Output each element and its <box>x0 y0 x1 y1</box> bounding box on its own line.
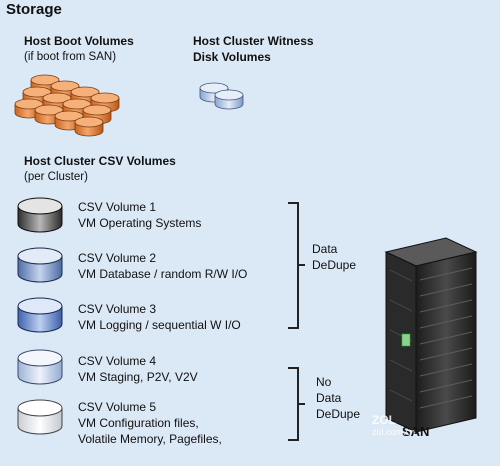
csv-volume-5-desc-line2: Volatile Memory, Pagefiles, <box>78 432 222 446</box>
no-dedupe-bracket <box>288 367 305 441</box>
no-dedupe-label-line2: Data <box>316 391 342 405</box>
dedupe-label-line2: DeDupe <box>312 258 357 272</box>
watermark-line2: zol.com.cn <box>372 427 416 437</box>
witness-heading-line1: Host Cluster Witness <box>193 34 314 48</box>
dedupe-bracket <box>288 202 305 329</box>
witness-disk-stack <box>199 82 244 110</box>
csv-volume-3-desc: VM Logging / sequential W I/O <box>78 318 241 332</box>
csv-volume-3-icon <box>17 297 63 333</box>
csv-volume-1-icon <box>17 197 63 233</box>
csv-volume-4-name: CSV Volume 4 <box>78 354 157 368</box>
witness-heading-line2: Disk Volumes <box>193 50 271 64</box>
no-dedupe-label-line1: No <box>316 375 332 389</box>
csv-volume-4-icon <box>17 349 63 385</box>
csv-volume-4-desc: VM Staging, P2V, V2V <box>78 370 198 384</box>
diagram-title: Storage <box>6 1 62 18</box>
csv-volume-5-name: CSV Volume 5 <box>78 400 157 414</box>
csv-volume-2-name: CSV Volume 2 <box>78 251 157 265</box>
csv-volume-5-icon <box>17 399 63 435</box>
csv-volume-3-name: CSV Volume 3 <box>78 302 157 316</box>
boot-disk-stack <box>14 74 120 137</box>
watermark: ZOL zol.com.cn <box>372 413 415 437</box>
boot-volumes-note: (if boot from SAN) <box>24 51 117 63</box>
no-dedupe-label-line3: DeDupe <box>316 407 361 421</box>
csv-volume-1-desc: VM Operating Systems <box>78 216 202 230</box>
csv-group-heading: Host Cluster CSV Volumes <box>24 154 176 168</box>
csv-volume-5-desc-line1: VM Configuration files, <box>78 416 199 430</box>
san-rack-icon <box>384 237 478 433</box>
san-label: SAN <box>402 424 430 439</box>
dedupe-label-line1: Data <box>312 242 338 256</box>
csv-group-note: (per Cluster) <box>24 171 88 183</box>
csv-volume-2-icon <box>17 247 63 283</box>
watermark-line1: ZOL <box>372 413 396 427</box>
csv-volume-2-desc: VM Database / random R/W I/O <box>78 267 248 281</box>
csv-volume-1-name: CSV Volume 1 <box>78 200 157 214</box>
boot-volumes-heading: Host Boot Volumes <box>24 34 134 48</box>
